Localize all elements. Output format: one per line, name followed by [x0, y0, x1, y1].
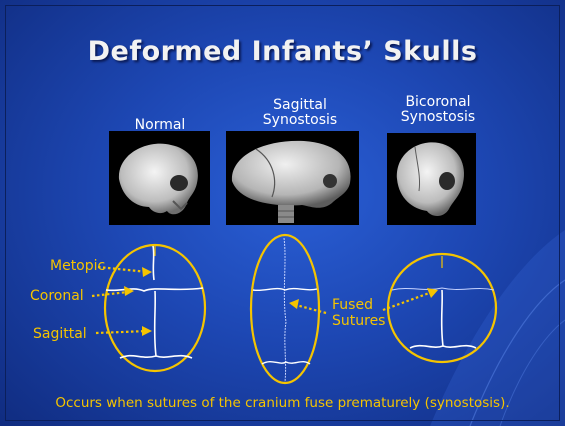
- diagram-sagittal-coronal-line: [253, 289, 317, 291]
- diagram-bicoronal-sagittal-line: [442, 290, 443, 346]
- annotation-fused-sutures: Fused Sutures: [332, 297, 385, 329]
- arrow-metopic-head: [142, 267, 152, 277]
- annotation-sagittal: Sagittal: [33, 326, 87, 342]
- arrow-sagittal: [96, 331, 148, 333]
- diagram-normal: [105, 245, 205, 371]
- diagram-normal-metopic-line: [153, 246, 154, 280]
- arrow-fused-coronal-head: [427, 288, 438, 298]
- diagram-normal-lambdoid-line: [120, 356, 192, 358]
- arrow-fused-sagittal-head: [289, 299, 299, 309]
- pointer-arrows: [92, 267, 438, 336]
- annotation-metopic: Metopic: [50, 258, 105, 274]
- diagram-sagittal-fused-line: [284, 238, 286, 382]
- arrow-metopic: [98, 267, 148, 272]
- diagram-normal-coronal-line: [106, 288, 203, 291]
- arrow-fused-sagittal: [296, 305, 326, 313]
- annotation-fused-line1: Fused: [332, 297, 385, 313]
- arrow-sagittal-head: [142, 326, 152, 336]
- slide-caption: Occurs when sutures of the cranium fuse …: [0, 395, 565, 411]
- diagram-bicoronal-fused-line: [392, 288, 494, 290]
- diagram-sagittal-synostosis: [251, 235, 319, 383]
- arrow-coronal: [92, 292, 128, 296]
- diagram-bicoronal-lambdoid-line: [410, 346, 476, 348]
- diagram-sagittal-lambdoid-line: [262, 362, 310, 364]
- diagram-bicoronal-synostosis: [388, 254, 496, 362]
- annotation-fused-line2: Sutures: [332, 313, 385, 329]
- diagram-normal-sagittal-line: [155, 291, 156, 356]
- arrow-coronal-head: [124, 286, 134, 296]
- annotation-coronal: Coronal: [30, 288, 84, 304]
